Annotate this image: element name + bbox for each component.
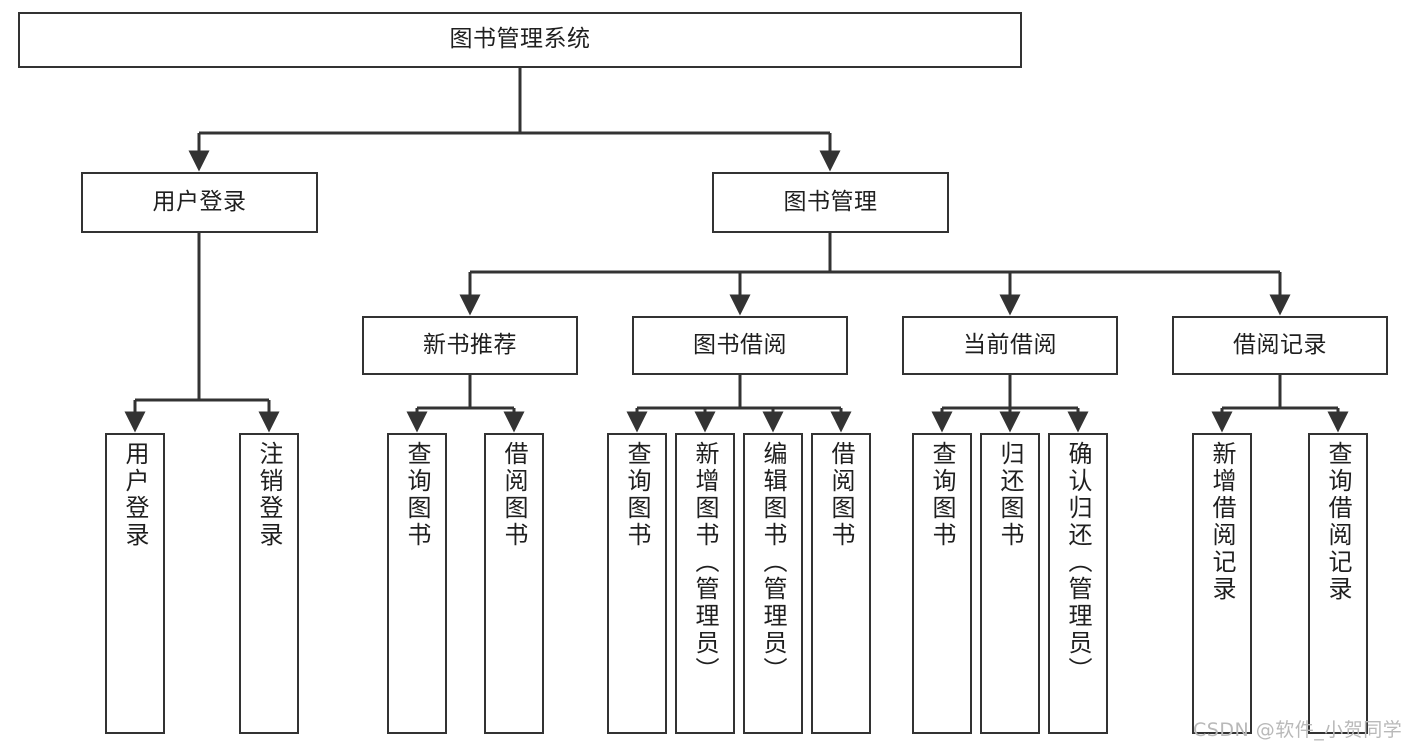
node-root-book-management-system[interactable]: 图书管理系统 bbox=[18, 12, 1022, 68]
node-borrow-record[interactable]: 借阅记录 bbox=[1172, 316, 1388, 375]
node-label: 当前借阅 bbox=[963, 331, 1057, 358]
leaf-book-borrow-edit-book-admin[interactable]: 编辑图书（管理员） bbox=[743, 433, 803, 734]
node-label: 借阅记录 bbox=[1233, 331, 1327, 358]
node-label: 新增借阅记录 bbox=[1208, 441, 1236, 603]
node-label: 新增图书（管理员） bbox=[691, 441, 719, 684]
node-new-book-recommend[interactable]: 新书推荐 bbox=[362, 316, 578, 375]
leaf-book-borrow-query-book[interactable]: 查询图书 bbox=[607, 433, 667, 734]
leaf-book-borrow-add-book-admin[interactable]: 新增图书（管理员） bbox=[675, 433, 735, 734]
node-book-borrow[interactable]: 图书借阅 bbox=[632, 316, 848, 375]
leaf-new-book-query-book[interactable]: 查询图书 bbox=[387, 433, 447, 734]
leaf-book-borrow-borrow-book[interactable]: 借阅图书 bbox=[811, 433, 871, 734]
node-label: 归还图书 bbox=[996, 441, 1024, 549]
node-label: 查询图书 bbox=[928, 441, 956, 549]
node-label: 确认归还（管理员） bbox=[1064, 441, 1092, 684]
leaf-current-borrow-return-book[interactable]: 归还图书 bbox=[980, 433, 1040, 734]
node-label: 编辑图书（管理员） bbox=[759, 441, 787, 684]
leaf-new-book-borrow-book[interactable]: 借阅图书 bbox=[484, 433, 544, 734]
leaf-current-borrow-query-book[interactable]: 查询图书 bbox=[912, 433, 972, 734]
node-user-login[interactable]: 用户登录 bbox=[81, 172, 318, 233]
node-label: 用户登录 bbox=[152, 188, 247, 215]
node-current-borrow[interactable]: 当前借阅 bbox=[902, 316, 1118, 375]
leaf-user-login-logout[interactable]: 注销登录 bbox=[239, 433, 299, 734]
leaf-current-borrow-confirm-return-admin[interactable]: 确认归还（管理员） bbox=[1048, 433, 1108, 734]
node-book-management[interactable]: 图书管理 bbox=[712, 172, 949, 233]
node-label: 图书管理 bbox=[783, 188, 878, 215]
leaf-borrow-record-add-record[interactable]: 新增借阅记录 bbox=[1192, 433, 1252, 734]
node-label: 图书管理系统 bbox=[449, 26, 591, 53]
node-label: 查询图书 bbox=[403, 441, 431, 549]
leaf-user-login-login[interactable]: 用户登录 bbox=[105, 433, 165, 734]
leaf-borrow-record-query-record[interactable]: 查询借阅记录 bbox=[1308, 433, 1368, 734]
node-label: 查询图书 bbox=[623, 441, 651, 549]
node-label: 注销登录 bbox=[255, 441, 283, 549]
node-label: 图书借阅 bbox=[693, 331, 787, 358]
node-label: 借阅图书 bbox=[500, 441, 528, 549]
node-label: 用户登录 bbox=[121, 441, 149, 549]
csdn-watermark: CSDN @软件_小贺同学 bbox=[1193, 719, 1403, 741]
node-label: 借阅图书 bbox=[827, 441, 855, 549]
node-label: 查询借阅记录 bbox=[1324, 441, 1352, 603]
node-label: 新书推荐 bbox=[423, 331, 517, 358]
